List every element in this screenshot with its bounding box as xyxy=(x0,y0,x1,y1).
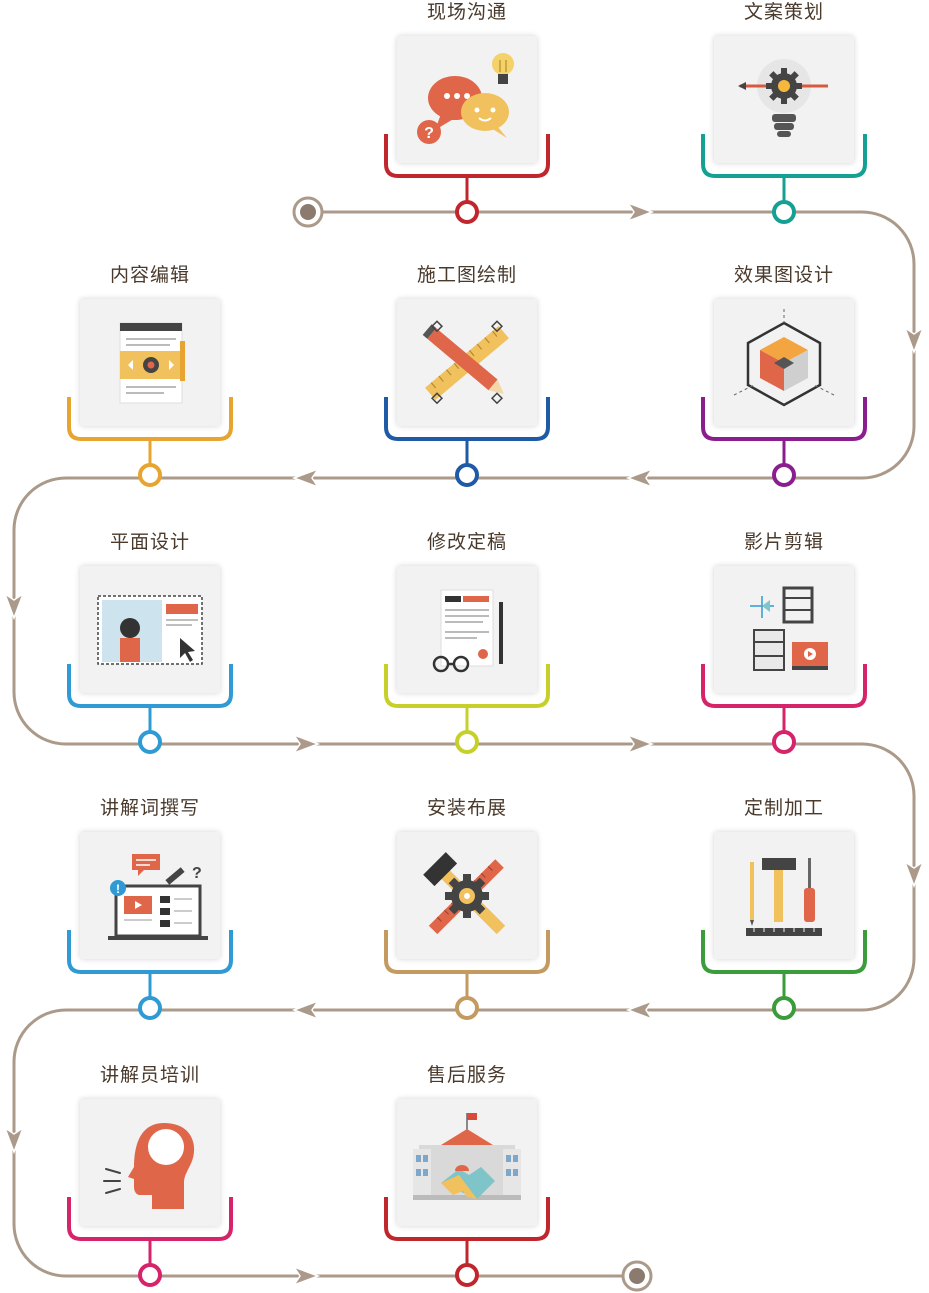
step-card: ? xyxy=(397,36,537,163)
svg-text:?: ? xyxy=(424,125,434,142)
step-card xyxy=(714,566,854,693)
step-title: 影片剪辑 xyxy=(743,531,824,553)
content-layout-icon xyxy=(119,322,185,404)
flow-arrow xyxy=(3,1126,25,1155)
step-title: 文案策划 xyxy=(743,1,824,23)
step-title: 修改定稿 xyxy=(426,531,507,553)
step-card xyxy=(397,566,537,693)
step-node xyxy=(455,730,479,754)
cube-render-icon xyxy=(733,309,835,407)
marker-core xyxy=(629,1268,645,1284)
flow-arrow xyxy=(292,733,321,755)
step-card xyxy=(80,299,220,426)
step-node xyxy=(455,200,479,224)
step-title: 安装布展 xyxy=(426,797,507,819)
step-card xyxy=(397,1099,537,1226)
step-title: 内容编辑 xyxy=(109,264,190,286)
flow-arrow xyxy=(626,733,655,755)
chat-bubbles-icon: ? xyxy=(417,53,514,144)
step-card xyxy=(714,36,854,163)
step-title: 讲解员培训 xyxy=(99,1064,200,1086)
step-node xyxy=(138,730,162,754)
flow-arrow xyxy=(903,860,925,889)
step-title: 施工图绘制 xyxy=(416,264,517,286)
flow-arrow xyxy=(626,201,655,223)
step-card xyxy=(397,299,537,426)
svg-text:!: ! xyxy=(116,882,120,896)
step-title: 讲解词撰写 xyxy=(99,797,200,819)
graphic-design-icon xyxy=(97,595,203,665)
step-title: 售后服务 xyxy=(426,1064,507,1086)
flow-arrow xyxy=(3,592,25,621)
flow-arrow xyxy=(291,999,320,1021)
svg-text:?: ? xyxy=(192,865,202,882)
step-title: 定制加工 xyxy=(743,797,824,819)
hammer-gear-icon xyxy=(423,852,506,935)
flow-arrow xyxy=(625,999,654,1021)
step-node xyxy=(455,1263,479,1287)
step-card xyxy=(714,832,854,959)
flow-arrow xyxy=(291,467,320,489)
pencil-ruler-icon xyxy=(422,320,509,405)
flow-arrow xyxy=(625,467,654,489)
step-card xyxy=(80,566,220,693)
tools-icon xyxy=(746,858,822,936)
step-node xyxy=(455,996,479,1020)
film-edit-icon xyxy=(750,586,828,671)
step-title: 现场沟通 xyxy=(426,1,507,23)
step-card: ! ? xyxy=(80,832,220,959)
step-node xyxy=(138,996,162,1020)
laptop-script-icon: ! ? xyxy=(108,854,208,940)
step-node xyxy=(772,996,796,1020)
lightbulb-gear-icon xyxy=(738,59,828,137)
step-node xyxy=(772,730,796,754)
step-title: 效果图设计 xyxy=(733,264,834,286)
step-node xyxy=(772,200,796,224)
handshake-building-icon xyxy=(413,1113,521,1200)
step-card xyxy=(397,832,537,959)
step-node xyxy=(772,463,796,487)
step-card xyxy=(80,1099,220,1226)
speaker-head-icon xyxy=(103,1123,195,1209)
step-node xyxy=(455,463,479,487)
step-node xyxy=(138,463,162,487)
flow-arrow xyxy=(292,1265,321,1287)
flow-arrow xyxy=(903,326,925,355)
document-review-icon xyxy=(432,589,503,673)
step-title: 平面设计 xyxy=(109,531,190,553)
step-node xyxy=(138,1263,162,1287)
marker-core xyxy=(300,204,316,220)
step-card xyxy=(714,299,854,426)
